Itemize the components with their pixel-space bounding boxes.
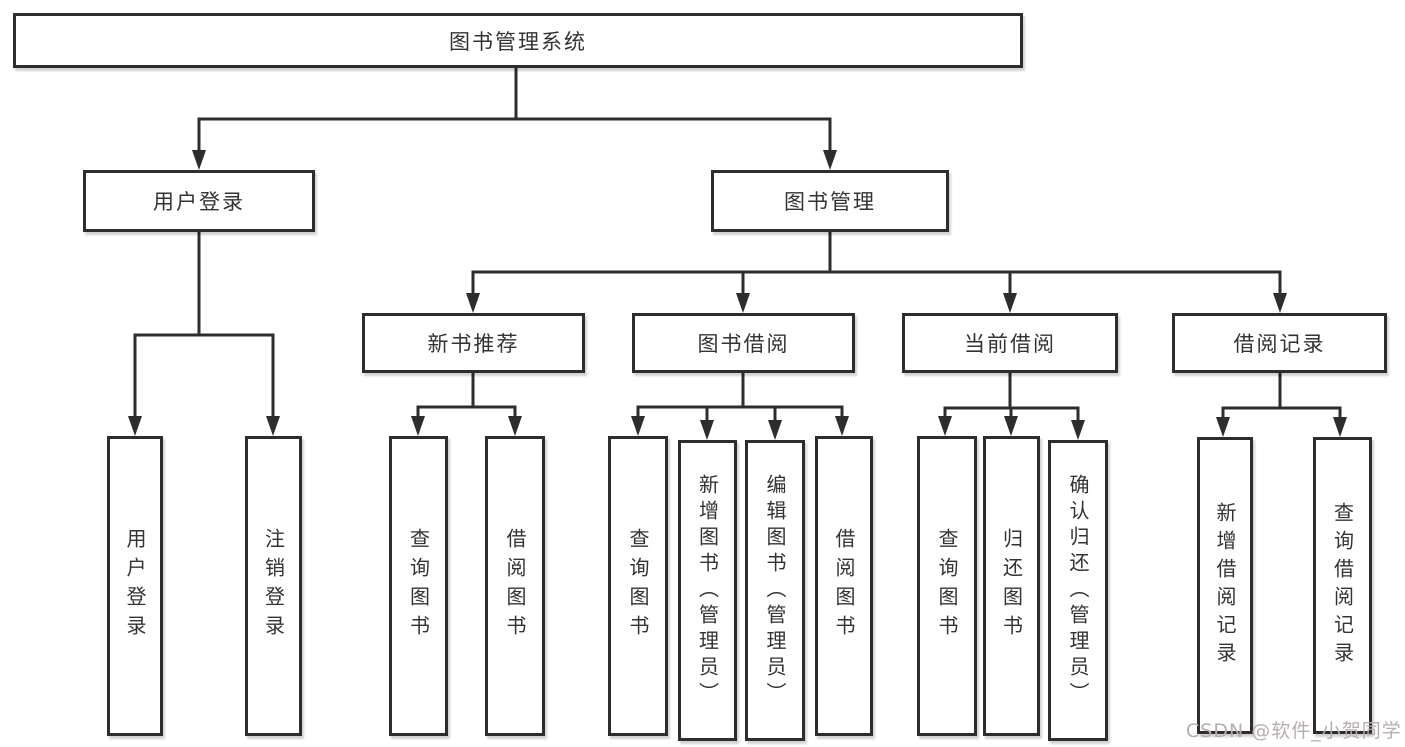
node-user-login: 用户登录 xyxy=(83,170,315,232)
leaf-query-books-recommend: 查询图书 xyxy=(389,436,448,736)
leaf-logout-label: 注销登录 xyxy=(261,528,286,644)
leaf-confirm-return-admin: 确认归还（管理员） xyxy=(1048,440,1108,741)
node-book-borrowing: 图书借阅 xyxy=(632,313,855,373)
leaf-query-books-recommend-label: 查询图书 xyxy=(406,528,431,644)
leaf-query-books-borrowing-label: 查询图书 xyxy=(626,528,650,644)
leaf-logout: 注销登录 xyxy=(245,436,302,736)
leaf-borrow-books-recommend: 借阅图书 xyxy=(485,436,545,736)
leaf-query-borrow-record: 查询借阅记录 xyxy=(1313,437,1372,734)
leaf-query-books-current-label: 查询图书 xyxy=(935,528,959,644)
node-book-borrowing-label: 图书借阅 xyxy=(697,332,790,356)
node-user-login-label: 用户登录 xyxy=(153,190,245,214)
leaf-query-books-borrowing: 查询图书 xyxy=(608,436,668,736)
leaf-add-borrow-record: 新增借阅记录 xyxy=(1197,437,1253,734)
node-root-system: 图书管理系统 xyxy=(13,13,1023,68)
node-borrow-records-label: 借阅记录 xyxy=(1233,332,1326,356)
leaf-user-login-label: 用户登录 xyxy=(123,528,147,644)
node-new-book-recommend: 新书推荐 xyxy=(362,313,585,373)
leaf-query-books-current: 查询图书 xyxy=(917,436,977,736)
node-new-book-recommend-label: 新书推荐 xyxy=(427,332,520,356)
leaf-add-books-admin-label: 新增图书（管理员） xyxy=(695,473,720,708)
node-borrow-records: 借阅记录 xyxy=(1172,313,1387,373)
csdn-watermark: CSDN @软件_小贺同学 xyxy=(1186,720,1402,742)
node-book-management-label: 图书管理 xyxy=(784,190,876,214)
node-root-system-label: 图书管理系统 xyxy=(449,29,587,54)
node-current-borrowing: 当前借阅 xyxy=(902,313,1118,373)
leaf-add-borrow-record-label: 新增借阅记录 xyxy=(1213,501,1237,670)
leaf-edit-books-admin-label: 编辑图书（管理员） xyxy=(763,473,787,708)
node-book-management: 图书管理 xyxy=(711,170,949,232)
leaf-return-books-label: 归还图书 xyxy=(999,528,1024,644)
leaf-borrow-books-recommend-label: 借阅图书 xyxy=(503,528,527,644)
leaf-add-books-admin: 新增图书（管理员） xyxy=(678,440,737,741)
leaf-edit-books-admin: 编辑图书（管理员） xyxy=(745,440,805,741)
leaf-query-borrow-record-label: 查询借阅记录 xyxy=(1330,501,1355,670)
leaf-borrow-books-label: 借阅图书 xyxy=(832,528,856,644)
leaf-confirm-return-admin-label: 确认归还（管理员） xyxy=(1066,473,1090,708)
node-current-borrowing-label: 当前借阅 xyxy=(964,332,1056,356)
leaf-return-books: 归还图书 xyxy=(983,436,1040,736)
leaf-borrow-books: 借阅图书 xyxy=(815,436,873,736)
leaf-user-login: 用户登录 xyxy=(107,436,163,736)
